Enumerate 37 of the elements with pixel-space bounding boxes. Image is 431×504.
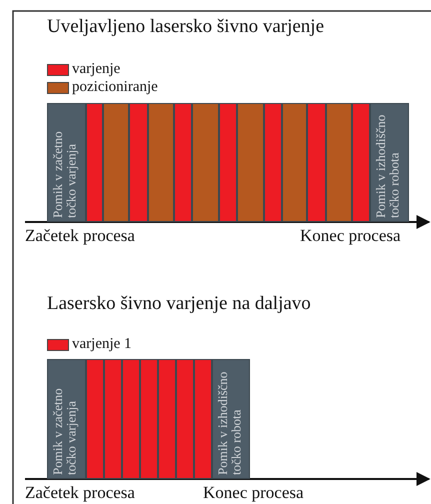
axis-label: Začetek procesa	[25, 483, 135, 503]
process-bar	[326, 103, 352, 222]
panel-heading: Uveljavljeno lasersko šivno varjenje	[47, 16, 324, 38]
process-bar	[140, 359, 158, 479]
process-bar	[352, 103, 370, 222]
panel-heading: Lasersko šivno varjenje na daljavo	[47, 293, 311, 315]
axis-label: Začetek procesa	[25, 226, 135, 246]
segment-label: Pomik v izhodiščno točko robota	[374, 114, 402, 218]
process-bar	[122, 359, 140, 479]
process-bar	[86, 103, 103, 222]
process-bar	[148, 103, 174, 222]
segment-label: Pomik v začetno točko varjenja	[51, 130, 78, 218]
segment-label: Pomik v začetno točko varjenja	[51, 387, 78, 475]
process-bar	[192, 103, 219, 222]
process-bar	[176, 359, 194, 479]
move-segment	[370, 103, 409, 222]
process-bar	[194, 359, 212, 479]
process-bar	[103, 103, 129, 222]
process-bar	[158, 359, 176, 479]
process-bar	[307, 103, 326, 222]
move-segment	[47, 103, 86, 222]
process-bar	[129, 103, 148, 222]
legend-label: varjenje	[72, 62, 120, 77]
legend-label: varjenje 1	[72, 337, 132, 352]
process-bar	[174, 103, 192, 222]
move-segment	[212, 359, 250, 479]
legend-label: pozicioniranje	[72, 80, 158, 95]
process-bar	[282, 103, 307, 222]
move-segment	[47, 359, 86, 479]
axis-label: Konec procesa	[300, 226, 401, 246]
process-bar	[104, 359, 122, 479]
process-bar	[219, 103, 237, 222]
axis-label: Konec procesa	[203, 483, 304, 503]
segment-label: Pomik v izhodiščno točko robota	[216, 370, 244, 475]
process-bar	[86, 359, 104, 479]
process-bar	[264, 103, 282, 222]
process-bar	[237, 103, 264, 222]
